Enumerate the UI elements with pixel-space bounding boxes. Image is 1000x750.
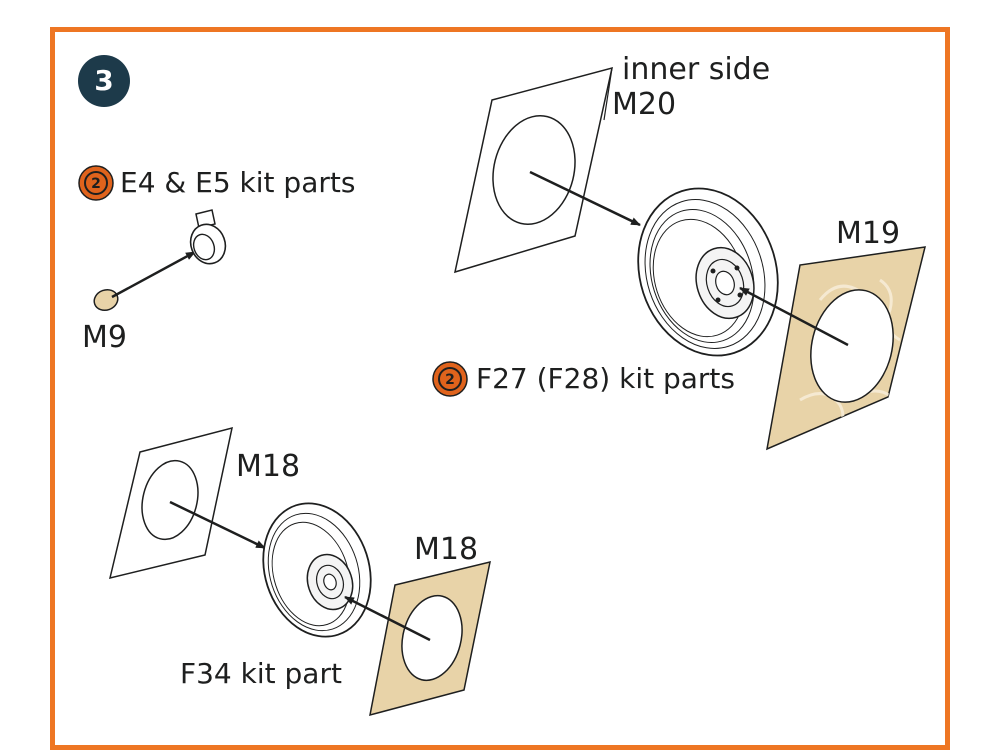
mask-m20 [453, 66, 613, 274]
arrow-m9 [111, 250, 196, 299]
label-m18-right: M18 [414, 532, 479, 567]
wheel-small [262, 502, 372, 638]
step-number-badge: 3 [78, 55, 130, 107]
arrow-m19 [739, 286, 849, 347]
label-f34-kit-part: F34 kit part [180, 657, 342, 690]
step-frame [50, 27, 950, 750]
label-m18-left: M18 [236, 449, 301, 484]
mask-m18-right [369, 560, 491, 717]
kit-icon-glyph: 2 [445, 372, 455, 388]
label-m20: M20 [612, 87, 677, 122]
label-f27-f28-kit-parts: F27 (F28) kit parts [476, 362, 735, 395]
label-inner-side: inner side [622, 52, 771, 87]
arrow-m18-right [344, 595, 431, 642]
kit-icon-glyph: 2 [91, 176, 101, 192]
part-e4-e5 [189, 209, 227, 265]
label-m9: M9 [82, 320, 127, 355]
mask-m19 [766, 246, 926, 451]
part-m9 [93, 288, 119, 312]
wheel-large [637, 187, 779, 357]
label-e4-e5-kit-parts: E4 & E5 kit parts [120, 166, 356, 199]
recycle-kit-icon: 2 [432, 361, 468, 397]
arrow-m20 [529, 170, 641, 227]
label-m19: M19 [836, 216, 901, 251]
recycle-kit-icon: 2 [78, 165, 114, 201]
leader-inner-side [603, 67, 613, 121]
arrow-m18-left [169, 500, 266, 550]
